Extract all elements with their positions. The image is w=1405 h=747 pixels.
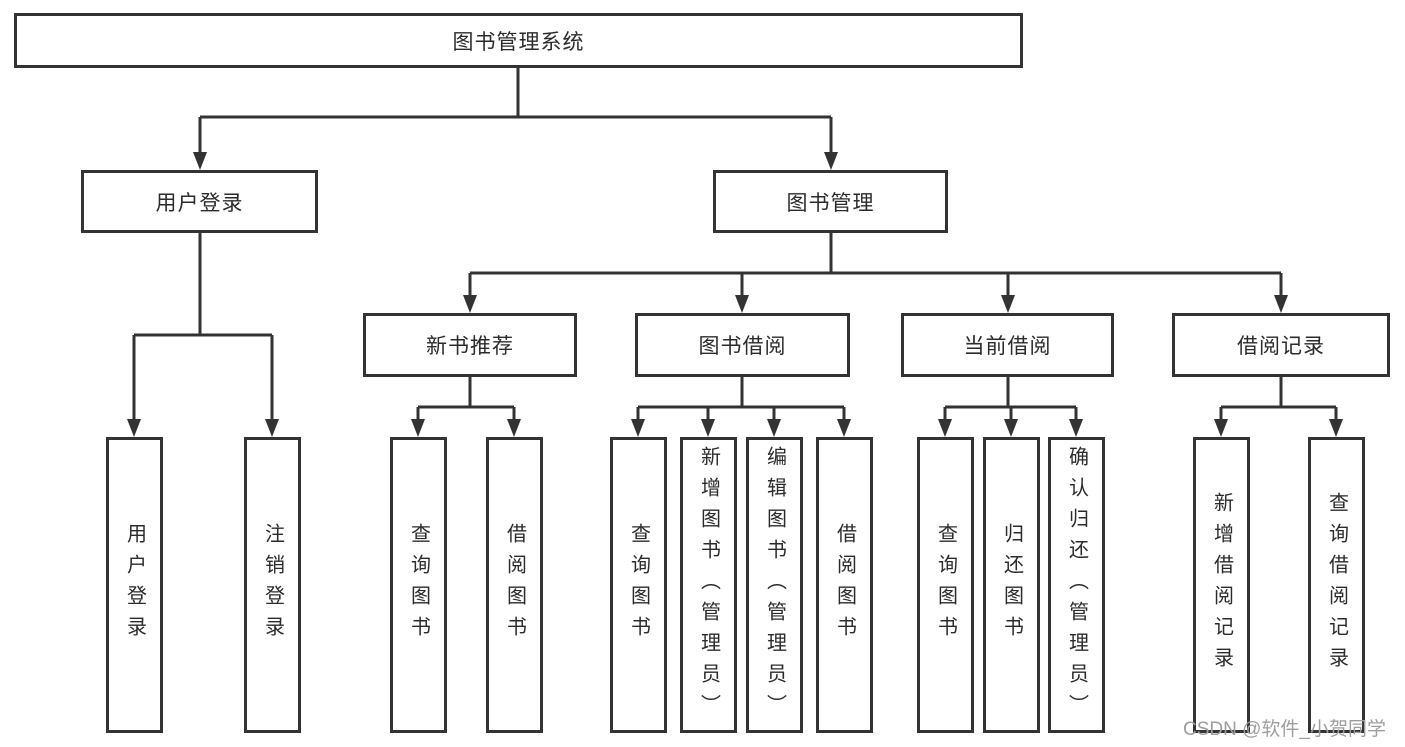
node-user-login: 用户登录 — [81, 170, 318, 233]
leaf-borrow-book-borrow: 借阅图书 — [816, 437, 873, 733]
arrowhead — [1214, 419, 1228, 437]
arrowhead — [767, 419, 781, 437]
leaf-confirm-return-admin-label: 确认归还（管理员） — [1065, 445, 1088, 725]
node-book-mgmt: 图书管理 — [713, 170, 948, 233]
leaf-query-book-rec-label: 查询图书 — [407, 523, 430, 647]
arrowhead — [1069, 419, 1083, 437]
leaf-query-book-borrow: 查询图书 — [610, 437, 667, 733]
node-current-borrow-label: 当前借阅 — [963, 335, 1052, 358]
connector-root-to-level2 — [198, 68, 833, 154]
leaf-query-borrow-record-label: 查询借阅记录 — [1325, 492, 1348, 678]
csdn-watermark: CSDN @软件_小贺同学 — [1183, 719, 1386, 740]
connector-user-login-children — [132, 233, 274, 421]
leaf-query-book-borrow-label: 查询图书 — [627, 523, 650, 647]
arrowhead — [411, 419, 425, 437]
node-new-book-rec: 新书推荐 — [363, 313, 577, 377]
arrowhead — [701, 419, 715, 437]
connector-borrow-records-children — [1219, 377, 1338, 421]
leaf-edit-book-admin-label: 编辑图书（管理员） — [763, 445, 786, 725]
leaf-confirm-return-admin: 确认归还（管理员） — [1048, 437, 1105, 733]
connector-new-book-rec-children — [416, 377, 516, 421]
arrowhead — [1329, 419, 1343, 437]
leaf-borrow-book-borrow-label: 借阅图书 — [833, 523, 856, 647]
node-book-borrow-label: 图书借阅 — [698, 335, 787, 358]
node-root-label: 图书管理系统 — [452, 30, 585, 54]
leaf-logout-label: 注销登录 — [261, 523, 284, 647]
arrowhead — [938, 419, 952, 437]
leaf-add-book-admin: 新增图书（管理员） — [680, 437, 737, 733]
connector-current-borrow-children — [943, 377, 1078, 421]
leaf-user-login: 用户登录 — [106, 437, 163, 733]
connector-book-borrow-children — [636, 377, 846, 421]
arrowhead — [463, 295, 477, 313]
leaf-edit-book-admin: 编辑图书（管理员） — [746, 437, 803, 733]
arrowhead — [1274, 295, 1288, 313]
node-user-login-label: 用户登录 — [155, 191, 244, 215]
node-book-borrow: 图书借阅 — [635, 313, 850, 377]
leaf-logout: 注销登录 — [244, 437, 301, 733]
arrowhead — [1004, 419, 1018, 437]
leaf-borrow-book-rec: 借阅图书 — [486, 437, 543, 733]
node-current-borrow: 当前借阅 — [901, 313, 1114, 377]
leaf-query-book-current-label: 查询图书 — [934, 523, 957, 647]
node-borrow-records: 借阅记录 — [1172, 313, 1390, 377]
arrowhead — [127, 419, 141, 437]
arrowhead — [1001, 295, 1015, 313]
leaf-return-book-label: 归还图书 — [1000, 523, 1023, 647]
arrowhead — [837, 419, 851, 437]
leaf-query-book-current: 查询图书 — [917, 437, 974, 733]
connector-book-mgmt-children — [468, 233, 1283, 297]
arrowhead — [193, 152, 207, 170]
arrowhead — [265, 419, 279, 437]
arrowhead — [735, 295, 749, 313]
leaf-query-book-rec: 查询图书 — [390, 437, 447, 733]
leaf-add-borrow-record-label: 新增借阅记录 — [1210, 492, 1233, 678]
leaf-add-borrow-record: 新增借阅记录 — [1193, 437, 1250, 733]
node-new-book-rec-label: 新书推荐 — [426, 335, 514, 358]
node-borrow-records-label: 借阅记录 — [1237, 335, 1325, 358]
leaf-user-login-label: 用户登录 — [123, 523, 146, 647]
leaf-add-book-admin-label: 新增图书（管理员） — [697, 445, 720, 725]
arrowhead — [631, 419, 645, 437]
node-book-mgmt-label: 图书管理 — [786, 191, 875, 215]
leaf-query-borrow-record: 查询借阅记录 — [1308, 437, 1365, 733]
arrowhead — [824, 152, 838, 170]
leaf-return-book: 归还图书 — [983, 437, 1040, 733]
leaf-borrow-book-rec-label: 借阅图书 — [503, 523, 526, 647]
node-root: 图书管理系统 — [14, 13, 1023, 68]
arrowhead — [507, 419, 521, 437]
